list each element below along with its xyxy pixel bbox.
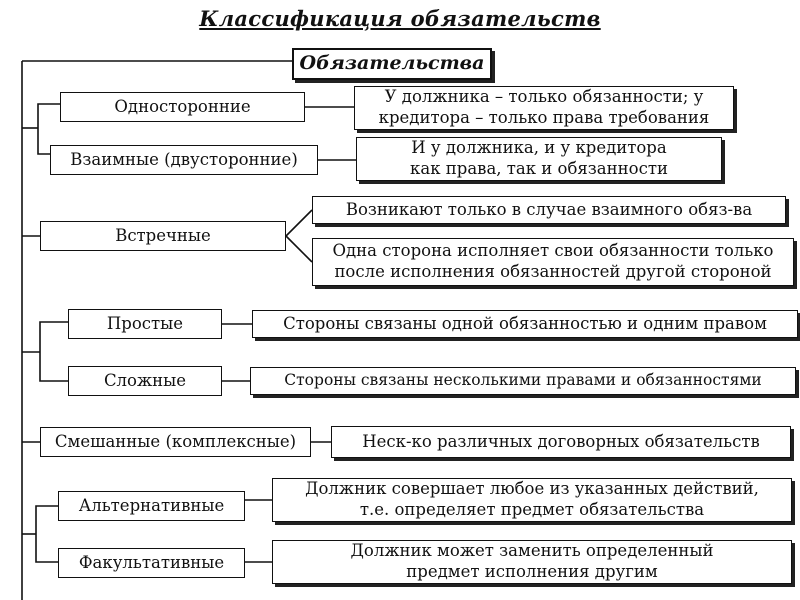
desc-mixed: Неск-ко различных договорных обязательст… [331, 426, 791, 458]
desc-line: Одна сторона исполняет свои обязанности … [332, 241, 774, 261]
desc-simple: Стороны связаны одной обязанностью и одн… [252, 310, 798, 338]
root-label: Обязательства [299, 52, 485, 75]
desc-line: И у должника, и у кредитора [411, 138, 667, 158]
desc-counter-1: Возникают только в случае взаимного обяз… [312, 196, 786, 224]
category-label: Взаимные (двусторонние) [70, 149, 298, 169]
desc-mutual: И у должника, и у кредитора как права, т… [356, 137, 722, 181]
category-facultative: Факультативные [58, 548, 245, 578]
desc-counter-2: Одна сторона исполняет свои обязанности … [312, 238, 794, 286]
category-counter: Встречные [40, 221, 286, 251]
desc-line: предмет исполнения другим [406, 562, 658, 581]
category-label: Односторонние [114, 96, 251, 116]
desc-alternative: Должник совершает любое из указанных дей… [272, 478, 792, 522]
desc-line: кредитора – только права требования [378, 108, 710, 127]
category-label: Сложные [103, 370, 187, 390]
category-label: Альтернативные [78, 495, 225, 515]
category-mixed: Смешанные (комплексные) [40, 427, 311, 457]
desc-line: Стороны связаны одной обязанностью и одн… [283, 313, 767, 333]
group1-bracket [37, 103, 60, 155]
desc-line: Должник может заменить определенный [350, 541, 714, 561]
desc-line: Неск-ко различных договорных обязательст… [362, 431, 760, 451]
desc-line: Стороны связаны несколькими правами и об… [284, 371, 762, 390]
group3-bracket [35, 505, 58, 563]
desc-unilateral: У должника – только обязанности; у креди… [354, 86, 734, 130]
conn-counter-top [285, 209, 313, 237]
category-label: Смешанные (комплексные) [54, 431, 297, 451]
category-complex: Сложные [68, 366, 222, 396]
root-box: Обязательства [292, 48, 492, 80]
category-unilateral: Односторонние [60, 92, 305, 122]
desc-complex: Стороны связаны несколькими правами и об… [250, 367, 796, 395]
category-label: Встречные [115, 225, 211, 245]
desc-line: после исполнения обязанностей другой сто… [334, 262, 772, 281]
category-alternative: Альтернативные [58, 491, 245, 521]
desc-facultative: Должник может заменить определенный пред… [272, 540, 792, 584]
conn-counter-bottom [285, 235, 313, 263]
category-label: Простые [106, 313, 184, 333]
category-label: Факультативные [78, 552, 225, 572]
category-simple: Простые [68, 309, 222, 339]
desc-line: Возникают только в случае взаимного обяз… [345, 199, 753, 219]
desc-line: т.е. определяет предмет обязательства [359, 500, 705, 519]
category-mutual: Взаимные (двусторонние) [50, 145, 318, 175]
group2-bracket [39, 321, 68, 382]
page-title: Классификация обязательств [199, 6, 601, 31]
desc-line: как права, так и обязанности [410, 159, 668, 178]
desc-line: У должника – только обязанности; у [384, 87, 704, 107]
desc-line: Должник совершает любое из указанных дей… [305, 479, 759, 499]
